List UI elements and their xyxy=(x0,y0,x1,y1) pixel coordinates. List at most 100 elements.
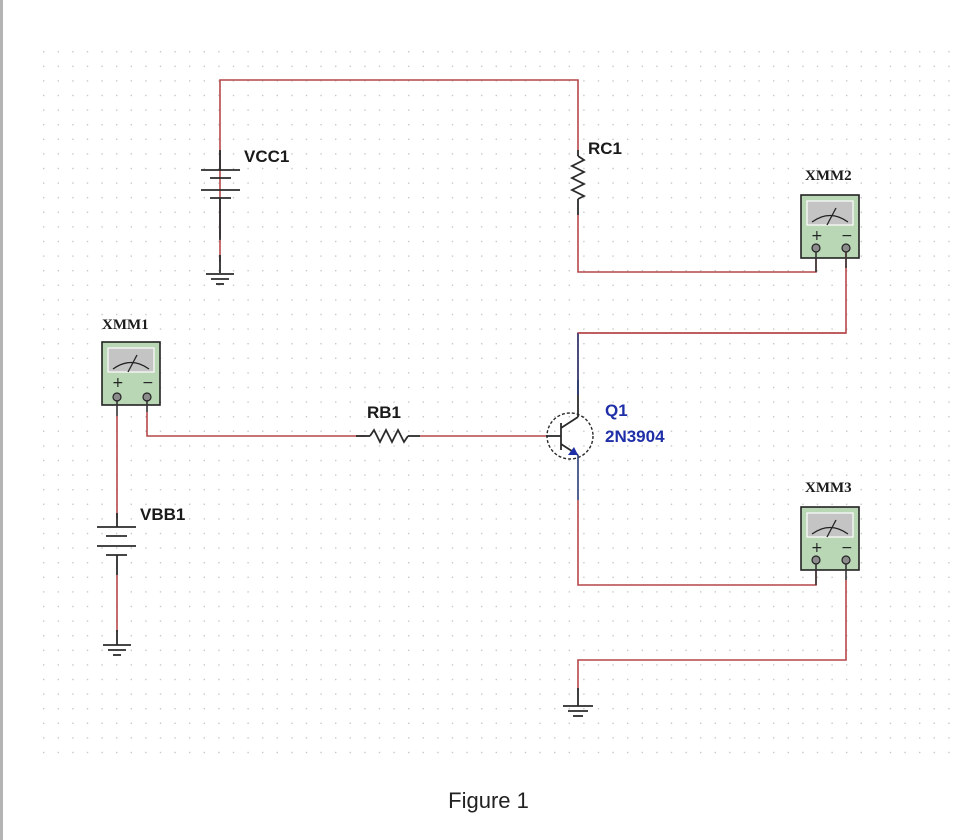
multimeter-xmm3[interactable]: + − XMM3 xyxy=(800,480,860,571)
grid-dot xyxy=(43,678,45,681)
grid-dot xyxy=(437,708,439,710)
grid-dot xyxy=(627,620,629,622)
grid-dot xyxy=(495,255,497,257)
grid-dot xyxy=(612,284,614,286)
grid-dot xyxy=(627,226,629,228)
minus-terminal[interactable] xyxy=(841,555,851,565)
grid-dot xyxy=(670,576,673,578)
grid-dot xyxy=(904,372,906,374)
grid-dot xyxy=(816,270,819,272)
grid-dot xyxy=(174,109,176,111)
grid-dot xyxy=(451,211,454,213)
grid-dot xyxy=(583,605,585,608)
grid-dot xyxy=(627,357,629,359)
grid-dot xyxy=(393,313,395,316)
grid-dot xyxy=(627,109,629,111)
grid-dot xyxy=(860,65,862,67)
xmm1-label: XMM1 xyxy=(102,317,149,333)
grid-dot xyxy=(758,678,760,681)
minus-terminal[interactable] xyxy=(841,243,851,253)
grid-dot xyxy=(729,270,731,272)
rc-resistor[interactable]: RC1 xyxy=(569,139,817,273)
grid-dot xyxy=(700,605,702,608)
grid-dot xyxy=(247,416,249,418)
grid-dot xyxy=(130,474,132,476)
grid-dot xyxy=(554,620,556,622)
grid-dot xyxy=(700,124,702,126)
grid-dot xyxy=(524,94,527,97)
grid-dot xyxy=(174,51,176,53)
grid-dot xyxy=(72,343,74,345)
grid-dot xyxy=(72,328,74,330)
grid-dot xyxy=(203,532,205,535)
rb-resistor[interactable]: RB1 xyxy=(356,403,420,445)
grid-dot xyxy=(583,357,585,359)
grid-dot xyxy=(627,547,629,549)
grid-dot xyxy=(437,722,439,724)
vcc-source[interactable]: VCC1 xyxy=(201,79,579,285)
minus-terminal[interactable] xyxy=(142,392,152,402)
grid-dot xyxy=(437,167,439,170)
grid-dot xyxy=(889,576,892,578)
grid-dot xyxy=(758,226,760,228)
grid-dot xyxy=(422,620,424,622)
grid-dot xyxy=(743,532,746,535)
grid-dot xyxy=(86,503,89,505)
grid-dot xyxy=(189,313,191,316)
grid-dot xyxy=(656,547,658,549)
grid-dot xyxy=(787,532,789,535)
grid-dot xyxy=(714,401,716,403)
grid-dot xyxy=(670,386,673,389)
grid-dot xyxy=(831,459,833,462)
grid-dot xyxy=(948,197,950,199)
grid-dot xyxy=(466,605,468,608)
grid-dot xyxy=(159,751,162,754)
grid-dot xyxy=(656,153,658,155)
plus-terminal[interactable] xyxy=(811,243,821,253)
grid-dot xyxy=(714,138,716,140)
grid-dot xyxy=(364,51,366,53)
multimeter-xmm1[interactable]: + − XMM1 xyxy=(101,317,161,406)
grid-dot xyxy=(612,343,614,345)
plus-terminal[interactable] xyxy=(112,392,122,402)
grid-dot xyxy=(189,649,191,651)
transistor-q1[interactable]: Q1 2N3904 xyxy=(546,380,665,500)
multimeter-xmm2[interactable]: + − XMM2 xyxy=(800,168,860,259)
grid-dot xyxy=(612,532,614,535)
grid-dot xyxy=(86,591,89,593)
grid-dot xyxy=(232,664,235,666)
grid-dot xyxy=(904,576,906,578)
grid-dot xyxy=(948,459,950,462)
grid-dot xyxy=(320,401,322,403)
grid-dot xyxy=(612,722,614,724)
grid-dot xyxy=(437,737,439,739)
grid-dot xyxy=(218,708,220,710)
grid-dot xyxy=(583,138,585,140)
grid-dot xyxy=(933,401,935,403)
vbb-source[interactable]: VBB1 xyxy=(97,416,185,656)
grid-dot xyxy=(685,547,687,549)
grid-dot xyxy=(291,503,293,505)
grid-dot xyxy=(57,240,59,243)
grid-dot xyxy=(685,182,687,184)
grid-dot xyxy=(364,459,366,462)
grid-dot xyxy=(510,489,512,491)
plus-terminal[interactable] xyxy=(811,555,821,565)
grid-dot xyxy=(393,226,395,228)
grid-dot xyxy=(919,167,921,170)
grid-dot xyxy=(743,299,746,301)
grid-dot xyxy=(320,708,322,710)
grid-dot xyxy=(583,284,585,286)
grid-dot xyxy=(948,167,950,170)
grid-dot xyxy=(203,51,205,53)
grid-dot xyxy=(378,270,381,272)
grid-dot xyxy=(86,605,89,608)
grid-dot xyxy=(904,80,906,82)
grid-dot xyxy=(758,708,760,710)
grid-dot xyxy=(773,65,775,67)
grid-dot xyxy=(539,94,541,97)
grid-dot xyxy=(495,211,497,213)
grid-dot xyxy=(510,372,512,374)
grid-dot xyxy=(43,211,45,213)
grid-dot xyxy=(232,708,235,710)
